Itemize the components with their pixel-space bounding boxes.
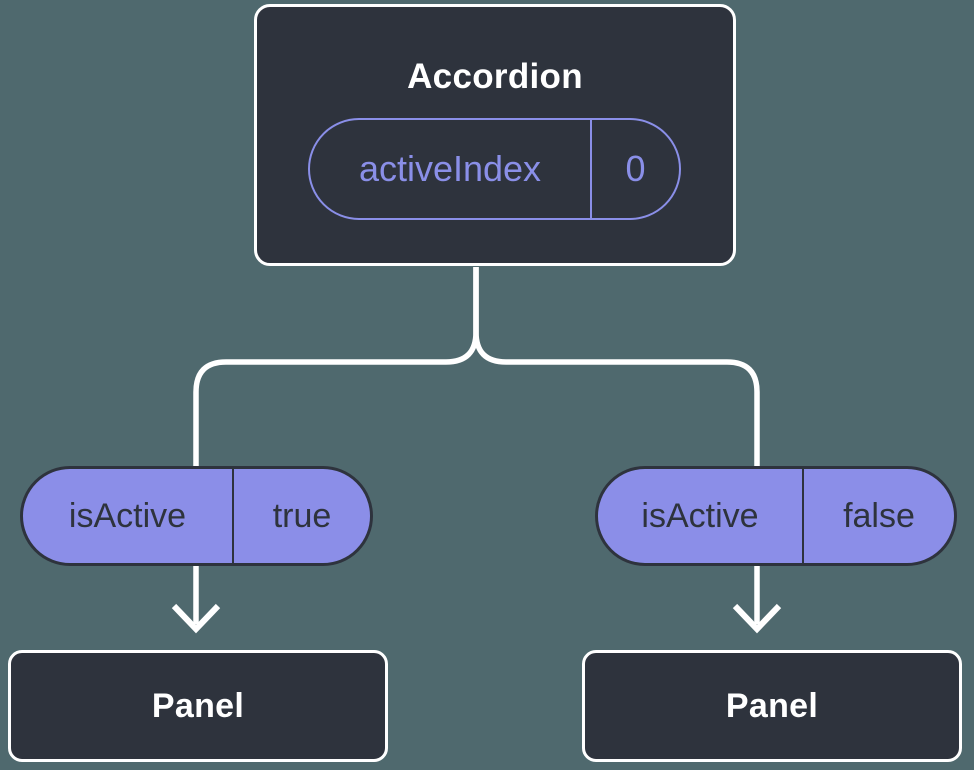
prop-name: isActive: [68, 496, 187, 535]
connector-left-branch: [193, 267, 479, 624]
panel-node-title: Panel: [725, 686, 819, 725]
state-value: 0: [590, 120, 679, 218]
state-pill: activeIndex 0: [308, 118, 681, 220]
panel-node-left: Panel: [8, 650, 388, 762]
arrowhead-down-icon: [171, 603, 221, 634]
connector-right-branch: [473, 267, 760, 624]
prop-value: true: [232, 469, 370, 563]
state-name: activeIndex: [358, 148, 542, 189]
prop-name: isActive: [641, 496, 759, 535]
prop-pill-false: isActive false: [595, 466, 957, 566]
prop-value: false: [802, 469, 954, 563]
panel-node-right: Panel: [582, 650, 962, 762]
panel-node-title: Panel: [151, 686, 245, 725]
arrowhead-down-icon: [732, 603, 782, 634]
prop-pill-true: isActive true: [20, 466, 373, 566]
accordion-node: Accordion activeIndex 0: [254, 4, 736, 266]
accordion-node-title: Accordion: [407, 57, 583, 96]
